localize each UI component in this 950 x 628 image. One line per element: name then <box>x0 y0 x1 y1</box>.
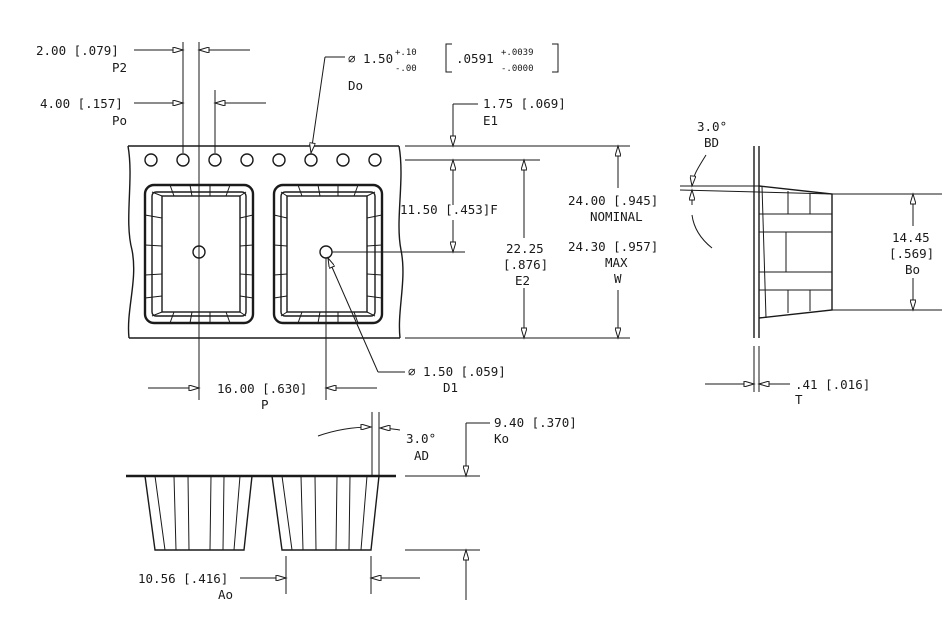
dim-w: 24.00 [.945] NOMINAL 24.30 [.957] MAX W <box>568 146 658 338</box>
t-value: .41 [.016] <box>795 377 870 392</box>
po-label: Po <box>112 113 127 128</box>
w-max-value: 24.30 [.957] <box>568 239 658 254</box>
dim-e2: 22.25 [.876] E2 <box>503 160 548 338</box>
bo-label: Bo <box>905 262 920 277</box>
pocket-2 <box>272 183 384 325</box>
w-max-note: MAX <box>605 255 628 270</box>
e2-label: E2 <box>515 273 530 288</box>
f-value: 11.50 [.453]F <box>400 202 498 217</box>
dim-t: .41 [.016] T <box>705 377 870 407</box>
dim-ad: 3.0° AD <box>317 427 436 463</box>
dim-bo: 14.45 [.569] Bo <box>889 194 934 310</box>
ad-angle: 3.0° <box>406 431 436 446</box>
tape-side-view <box>753 146 942 392</box>
ad-label: AD <box>414 448 429 463</box>
do-inch-tol-lo: -.0000 <box>501 64 534 74</box>
diameter-icon: ∅ <box>348 51 356 66</box>
e1-value: 1.75 [.069] <box>483 96 566 111</box>
tape-top-view <box>127 42 630 400</box>
dim-p: 16.00 [.630] P <box>148 381 377 412</box>
bo-mm: 14.45 <box>892 230 930 245</box>
dim-d1: ∅ 1.50 [.059] D1 <box>328 258 506 395</box>
e1-label: E1 <box>483 113 498 128</box>
dim-ao: 10.56 [.416] Ao <box>138 571 420 602</box>
p-value: 16.00 [.630] <box>217 381 307 396</box>
svg-text:1.50: 1.50 <box>363 51 393 66</box>
dim-p2: 2.00 [.079] P2 <box>36 43 250 75</box>
diameter-icon: ∅ <box>408 364 416 379</box>
ao-label: Ao <box>218 587 233 602</box>
p2-value: 2.00 [.079] <box>36 43 119 58</box>
dim-ko: 9.40 [.370] Ko <box>466 415 577 600</box>
dim-f: 11.50 [.453]F <box>400 202 498 252</box>
e2-inch: [.876] <box>503 257 548 272</box>
do-label: Do <box>348 78 363 93</box>
w-nominal-note: NOMINAL <box>590 209 643 224</box>
p2-label: P2 <box>112 60 127 75</box>
dim-bd: 3.0° BD <box>679 119 833 249</box>
do-tol-lo: -.00 <box>395 64 417 74</box>
d1-label: D1 <box>443 380 458 395</box>
dim-do: ∅ 1.50 +.10 -.00 .0591 +.0039 -.0000 Do <box>311 43 559 153</box>
po-value: 4.00 [.157] <box>40 96 123 111</box>
dim-e1: 1.75 [.069] E1 <box>453 96 566 205</box>
ko-label: Ko <box>494 431 509 446</box>
bd-angle: 3.0° <box>697 119 727 134</box>
w-label: W <box>614 271 622 286</box>
t-label: T <box>795 392 803 407</box>
bo-inch: [.569] <box>889 246 934 261</box>
do-inch: .0591 <box>456 51 494 66</box>
dim-po: 4.00 [.157] Po <box>40 96 266 128</box>
ko-value: 9.40 [.370] <box>494 415 577 430</box>
do-tol-hi: +.10 <box>395 48 417 58</box>
tape-front-view <box>126 412 480 594</box>
do-inch-tol-hi: +.0039 <box>501 48 534 58</box>
e2-mm: 22.25 <box>506 241 544 256</box>
bd-label: BD <box>704 135 719 150</box>
w-nominal-value: 24.00 [.945] <box>568 193 658 208</box>
p-label: P <box>261 397 269 412</box>
d1-value: 1.50 [.059] <box>423 364 506 379</box>
ao-value: 10.56 [.416] <box>138 571 228 586</box>
sprocket-holes <box>144 153 382 167</box>
